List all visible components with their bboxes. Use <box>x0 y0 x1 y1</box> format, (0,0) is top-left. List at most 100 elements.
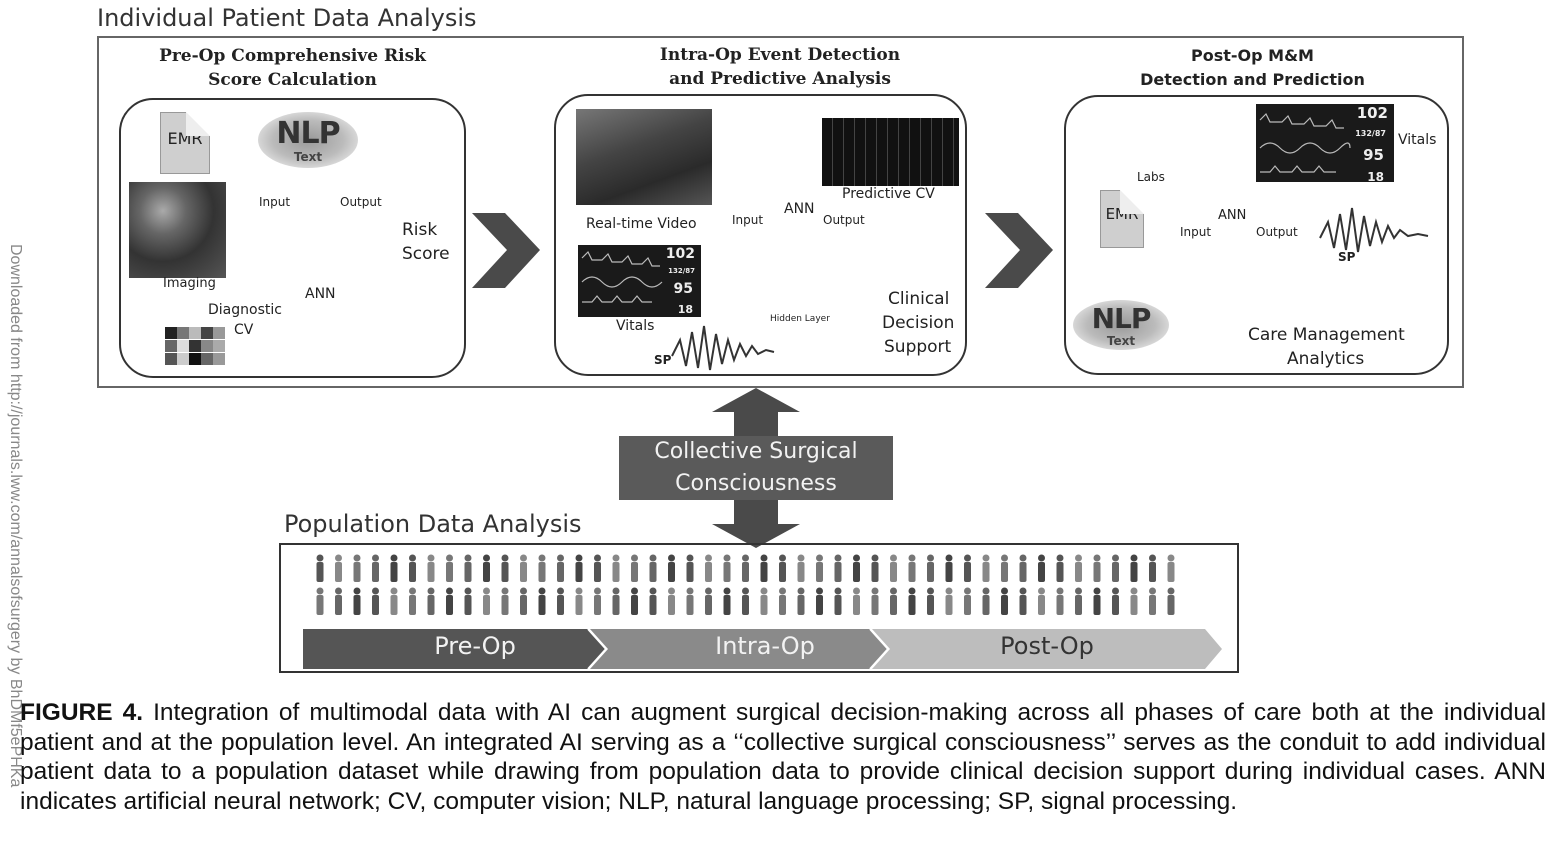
predictive-cv-timeline <box>822 118 959 186</box>
population-person-icon <box>908 554 916 582</box>
population-person-icon <box>649 554 657 582</box>
population-person-icon <box>335 587 342 615</box>
score-label: Score <box>402 244 450 264</box>
postop-title: Post-Op M&M Detection and Prediction <box>1140 46 1365 89</box>
population-person-icon <box>1056 587 1064 615</box>
population-person-icon <box>853 554 860 582</box>
population-person-icon <box>409 587 416 615</box>
ct-imaging-picture <box>129 182 226 278</box>
population-person-icon <box>1093 587 1101 615</box>
population-person-icon <box>1056 554 1064 582</box>
clinical-label: Clinical <box>888 289 950 309</box>
population-person-icon <box>557 587 564 615</box>
population-person-icon <box>964 554 971 582</box>
population-person-icon <box>483 587 490 615</box>
population-person-icon <box>982 554 990 582</box>
population-person-icon <box>464 587 472 615</box>
heatmap-cell <box>177 340 189 352</box>
population-person-icon <box>834 587 842 615</box>
individual-analysis-title: Individual Patient Data Analysis <box>97 4 477 32</box>
heatmap-cell <box>189 340 201 352</box>
decision-label: Decision <box>882 313 955 333</box>
population-person-icon <box>594 587 601 615</box>
population-person-icon <box>612 554 620 582</box>
surgical-video-frame <box>576 109 712 205</box>
population-person-icon <box>723 554 731 582</box>
heatmap-cell <box>165 340 177 352</box>
support-label: Support <box>884 337 952 357</box>
phase-preop-label: Pre-Op <box>434 632 516 660</box>
phase-arrow-intraop <box>590 629 888 669</box>
population-person-icon <box>1149 554 1156 582</box>
figure-caption: FIGURE 4. Integration of multimodal data… <box>20 698 1546 816</box>
population-person-icon <box>927 587 934 615</box>
population-person-icon <box>353 554 361 582</box>
hidden-layer-label: Hidden Layer <box>770 314 830 324</box>
postop-output-label: Output <box>1256 225 1298 239</box>
population-person-icon <box>945 587 953 615</box>
population-person-icon <box>649 587 657 615</box>
population-person-icon <box>464 554 472 582</box>
care-management-label: Care Management <box>1248 325 1405 345</box>
collective-line1: Collective Surgical <box>654 439 858 464</box>
population-person-icon <box>1075 587 1082 615</box>
population-person-icon <box>779 587 786 615</box>
population-person-icon <box>538 554 546 582</box>
intraop-ann-label: ANN <box>784 201 815 217</box>
population-person-icon <box>1112 587 1119 615</box>
double-arrow-up <box>712 388 800 436</box>
heatmap-cell <box>177 353 189 365</box>
postop-ann-label: ANN <box>1218 208 1247 223</box>
population-person-icon <box>501 554 509 582</box>
caption-label: FIGURE 4. <box>20 699 144 726</box>
intraop-vitals-label: Vitals <box>616 318 655 334</box>
heatmap-cell <box>213 353 225 365</box>
heatmap-cell <box>189 353 201 365</box>
preop-output-label: Output <box>340 195 382 209</box>
diagnostic-label: Diagnostic <box>208 302 282 318</box>
population-person-icon <box>557 554 564 582</box>
population-person-icon <box>797 554 805 582</box>
population-person-icon <box>316 587 324 615</box>
population-person-icon <box>483 554 490 582</box>
population-person-icon <box>1075 554 1082 582</box>
population-person-icon <box>705 587 712 615</box>
population-person-icon <box>723 587 731 615</box>
individual-analysis-box <box>97 36 1464 388</box>
population-person-icon <box>575 554 583 582</box>
population-person-icon <box>1130 554 1138 582</box>
caption-text: Integration of multimodal data with AI c… <box>20 699 1547 815</box>
preop-input-label: Input <box>259 195 291 209</box>
population-person-icon <box>1167 587 1175 615</box>
collective-line2: Consciousness <box>675 471 837 496</box>
population-person-icon <box>372 554 379 582</box>
postop-nlp-wordcloud: NLP Text <box>1073 300 1169 350</box>
chevron-arrow-2 <box>985 213 1053 288</box>
population-person-icon <box>1149 587 1156 615</box>
population-person-icon <box>335 554 342 582</box>
chevron-arrow-1 <box>472 213 540 288</box>
population-person-icon <box>353 587 361 615</box>
population-person-icon <box>538 587 546 615</box>
postop-emr-document: EMR <box>1100 190 1144 248</box>
population-person-icon <box>501 587 509 615</box>
population-person-icon <box>686 587 694 615</box>
population-person-icon <box>1019 587 1027 615</box>
preop-emr-document: EMR <box>160 112 210 174</box>
population-analysis-box <box>279 543 1239 673</box>
population-person-icon <box>612 587 620 615</box>
intraop-output-label: Output <box>823 213 865 227</box>
population-person-icon <box>520 587 527 615</box>
population-person-icon <box>816 554 823 582</box>
population-person-icon <box>797 587 805 615</box>
heatmap-cell <box>201 327 213 339</box>
population-person-icon <box>520 554 527 582</box>
population-person-icon <box>390 587 398 615</box>
population-person-icon <box>890 554 897 582</box>
population-person-icon <box>1130 587 1138 615</box>
population-person-icon <box>1167 554 1175 582</box>
preop-title: Pre-Op Comprehensive Risk Score Calculat… <box>159 46 426 90</box>
heatmap-cell <box>213 327 225 339</box>
population-person-icon <box>427 587 435 615</box>
